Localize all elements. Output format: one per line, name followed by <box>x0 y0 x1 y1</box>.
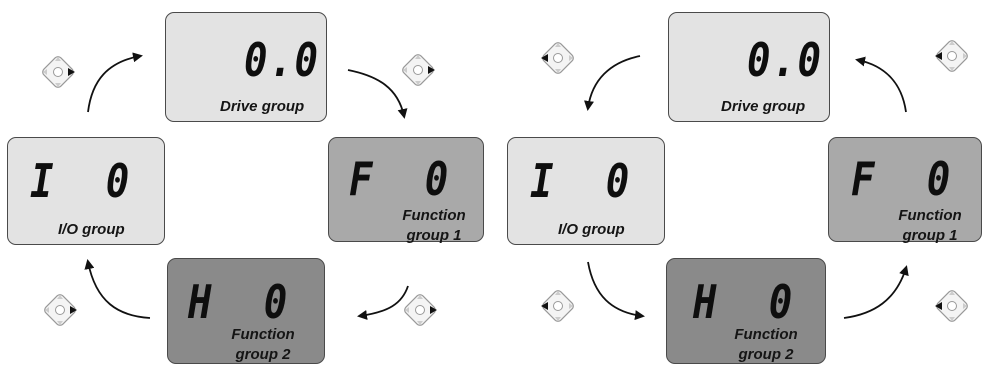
function-group-1-label-line1: Function <box>402 207 466 224</box>
navigation-key-right-icon <box>402 54 435 86</box>
arrow-function1-to-drive <box>855 56 907 113</box>
io-group-display: I 0 <box>30 154 131 208</box>
function-group-1-panel: F 0 Function group 1 <box>828 137 982 244</box>
navigation-key-left-icon <box>935 290 968 322</box>
arrow-function2-to-io <box>84 259 151 319</box>
function-group-1-panel: F 0 Function group 1 <box>328 137 484 244</box>
function-group-2-label-line2: group 2 <box>738 346 794 363</box>
navigation-key-right-icon <box>44 294 77 326</box>
function-group-2-display: H 0 <box>693 275 794 329</box>
arrow-drive-to-function1 <box>347 69 408 119</box>
navigation-key-right-icon <box>42 56 75 88</box>
io-group-display: I 0 <box>530 154 631 208</box>
function-group-2-label-line2: group 2 <box>235 346 291 363</box>
arrow-io-to-function2 <box>587 261 645 321</box>
drive-group-label: Drive group <box>220 98 305 115</box>
parameter-group-diagram-right-key: 0.0 Drive group I 0 I/O group F 0 Functi… <box>7 12 484 364</box>
function-group-1-display: F 0 <box>851 152 952 206</box>
io-group-label: I/O group <box>58 221 125 238</box>
io-group-label: I/O group <box>558 221 625 238</box>
navigation-key-right-icon <box>404 294 437 326</box>
drive-group-display: 0.0 <box>747 33 823 87</box>
drive-group-label: Drive group <box>721 98 806 115</box>
arrow-function2-to-function1 <box>843 265 909 319</box>
function-group-1-label-line1: Function <box>898 207 962 224</box>
drive-group-display: 0.0 <box>244 33 320 87</box>
io-group-panel: I 0 I/O group <box>507 137 665 245</box>
navigation-key-left-icon <box>541 290 574 322</box>
function-group-2-display: H 0 <box>188 275 289 329</box>
function-group-1-label-line2: group 1 <box>902 227 958 244</box>
function-group-2-panel: H 0 Function group 2 <box>666 258 826 364</box>
function-group-1-label-line2: group 1 <box>406 227 462 244</box>
navigation-key-left-icon <box>541 42 574 74</box>
arrow-drive-to-io <box>584 55 641 111</box>
parameter-group-diagram-left-key: 0.0 Drive group I 0 I/O group F 0 Functi… <box>492 0 984 367</box>
io-group-panel: I 0 I/O group <box>7 137 165 245</box>
function-group-2-label-line1: Function <box>734 326 798 343</box>
function-group-2-panel: H 0 Function group 2 <box>167 258 325 364</box>
arrow-io-to-drive <box>87 52 143 113</box>
drive-group-panel: 0.0 Drive group <box>668 12 830 122</box>
navigation-key-left-icon <box>935 40 968 72</box>
drive-group-panel: 0.0 Drive group <box>165 12 327 122</box>
function-group-1-display: F 0 <box>349 152 450 206</box>
function-group-2-label-line1: Function <box>231 326 295 343</box>
